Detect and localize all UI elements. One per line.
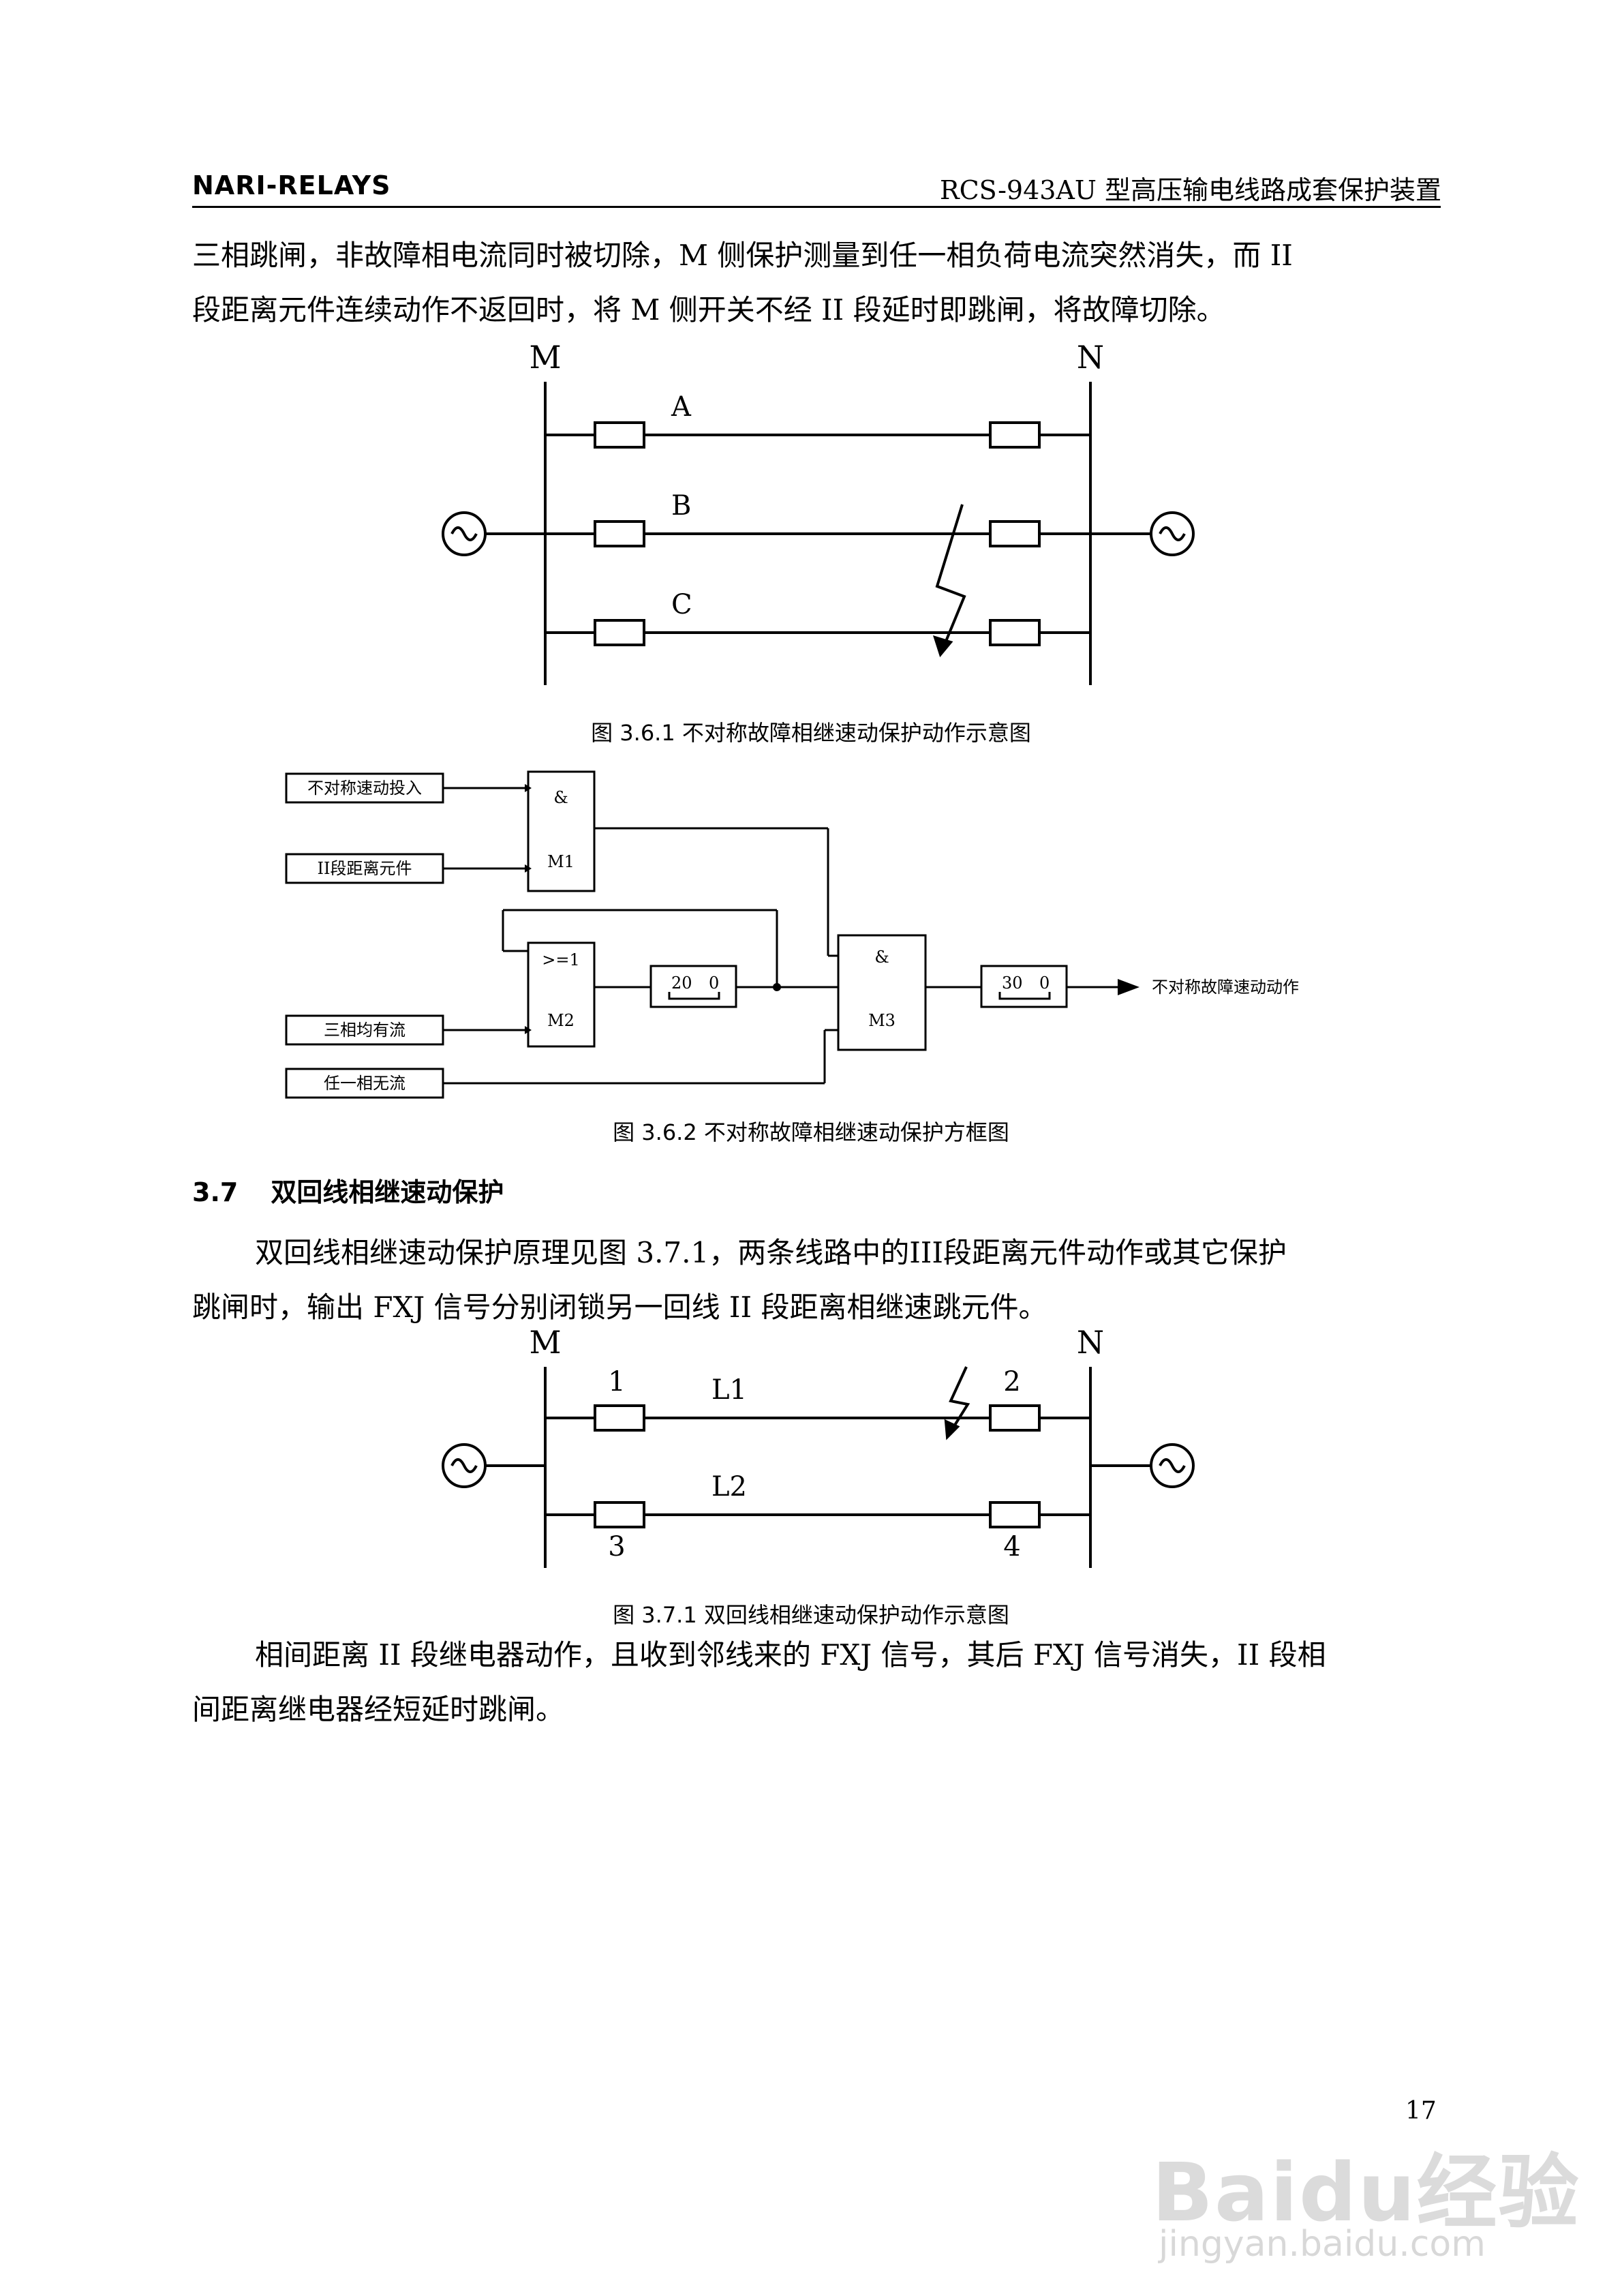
output-label: 不对称故障速动动作: [1152, 978, 1299, 997]
bus-n-label: N: [1077, 339, 1104, 376]
paragraph-line: 间距离继电器经短延时跳闸。: [192, 1693, 565, 1726]
paragraph-line: 双回线相继速动保护原理见图 3.7.1，两条线路中的III段距离元件动作或其它保…: [255, 1236, 1287, 1269]
breaker-3-label: 3: [608, 1531, 625, 1562]
figure-3-6-2-logic-diagram: 不对称速动投入 II段距离元件 三相均有流 任一相无流 & M1 >=1 M2 …: [285, 770, 1299, 1099]
input-label-3: 三相均有流: [324, 1021, 406, 1040]
breaker-4: [989, 1501, 1041, 1528]
gate-m3-op: &: [874, 948, 889, 967]
timer1-pickup: 20: [671, 973, 692, 993]
header-title: RCS-943AU 型高压输电线路成套保护装置: [939, 175, 1441, 205]
breaker-4-label: 4: [1003, 1531, 1020, 1562]
breaker-1: [594, 1404, 645, 1432]
input-label-2: II段距离元件: [318, 859, 412, 878]
figure-3-7-1-diagram: M N 1 2 3 4 L1 L2: [442, 1324, 1195, 1568]
section-number: 3.7: [192, 1177, 239, 1207]
breaker-n-c: [989, 619, 1041, 646]
figure-3-6-1-diagram: M N A B C: [442, 339, 1195, 685]
input-label-1: 不对称速动投入: [307, 779, 422, 798]
gate-m2-name: M2: [547, 1011, 575, 1030]
breaker-m-c: [594, 619, 645, 646]
header-rule: [192, 206, 1441, 208]
header-brand: NARI-RELAYS: [192, 170, 391, 200]
generator-n-icon: [1150, 511, 1195, 556]
timer2-pickup: 30: [1002, 973, 1023, 993]
gate-m1: [527, 770, 596, 892]
bus-m-label: M: [529, 339, 561, 376]
bus-m-label: M: [529, 1324, 561, 1361]
watermark-logo: Baidu经验: [1152, 2145, 1580, 2239]
phase-a-label: A: [671, 391, 692, 423]
fault-lightning-icon: [932, 504, 966, 658]
fault-lightning-icon: [944, 1366, 970, 1440]
generator-n-icon: [1150, 1443, 1195, 1488]
arrow-head: [525, 784, 532, 792]
gate-m2: [527, 941, 596, 1048]
timer-box-1: [649, 965, 737, 1008]
paragraph-intro: 三相跳闸，非故障相电流同时被切除，M 侧保护测量到任一相负荷电流突然消失，而 I…: [192, 228, 1441, 337]
input-label-4: 任一相无流: [324, 1074, 406, 1093]
breaker-2: [989, 1404, 1041, 1432]
paragraph-line: 段距离元件连续动作不返回时，将 M 侧开关不经 II 段延时即跳闸，将故障切除。: [192, 293, 1225, 327]
breaker-n-a: [989, 421, 1041, 449]
generator-m-icon: [442, 511, 487, 556]
timer-box-2: [980, 965, 1068, 1008]
page-number: 17: [1405, 2097, 1437, 2125]
section-title: 双回线相继速动保护: [271, 1177, 504, 1207]
timer2-dropout: 0: [1039, 973, 1050, 993]
line-l1-label: L1: [711, 1374, 747, 1406]
output-arrow-icon: [1118, 979, 1139, 995]
timer1-dropout: 0: [709, 973, 719, 993]
paragraph-description: 双回线相继速动保护原理见图 3.7.1，两条线路中的III段距离元件动作或其它保…: [192, 1226, 1441, 1335]
paragraph-line: 三相跳闸，非故障相电流同时被切除，M 侧保护测量到任一相负荷电流突然消失，而 I…: [192, 239, 1293, 272]
paragraph-line: 相间距离 II 段继电器动作，且收到邻线来的 FXJ 信号，其后 FXJ 信号消…: [255, 1638, 1326, 1672]
breaker-n-b: [989, 520, 1041, 547]
line-l2-label: L2: [711, 1471, 747, 1502]
breaker-2-label: 2: [1003, 1366, 1020, 1398]
gate-m1-name: M1: [547, 852, 575, 871]
figure-caption: 图 3.7.1 双回线相继速动保护动作示意图: [613, 1602, 1009, 1628]
section-heading: 3.7 双回线相继速动保护: [192, 1171, 504, 1209]
generator-m-icon: [442, 1443, 487, 1488]
figure-caption: 图 3.6.1 不对称故障相继速动保护动作示意图: [591, 720, 1031, 746]
phase-c-label: C: [671, 589, 692, 620]
arrow-head: [525, 1026, 532, 1034]
figure-caption: 图 3.6.2 不对称故障相继速动保护方框图: [613, 1119, 1009, 1145]
breaker-1-label: 1: [608, 1366, 625, 1398]
gate-m2-op: >=1: [542, 950, 580, 969]
watermark-url: jingyan.baidu.com: [1159, 2224, 1486, 2265]
gate-m1-op: &: [553, 788, 568, 807]
paragraph-conclusion: 相间距离 II 段继电器动作，且收到邻线来的 FXJ 信号，其后 FXJ 信号消…: [192, 1628, 1441, 1737]
arrow-head: [525, 864, 532, 873]
breaker-3: [594, 1501, 645, 1528]
gate-m3: [837, 934, 927, 1051]
breaker-m-b: [594, 520, 645, 547]
paragraph-line: 跳闸时，输出 FXJ 信号分别闭锁另一回线 II 段距离相继速跳元件。: [192, 1290, 1047, 1324]
breaker-m-a: [594, 421, 645, 449]
phase-b-label: B: [671, 490, 691, 522]
junction-dot: [773, 983, 781, 991]
bus-n-label: N: [1077, 1324, 1104, 1361]
gate-m3-name: M3: [868, 1011, 896, 1030]
